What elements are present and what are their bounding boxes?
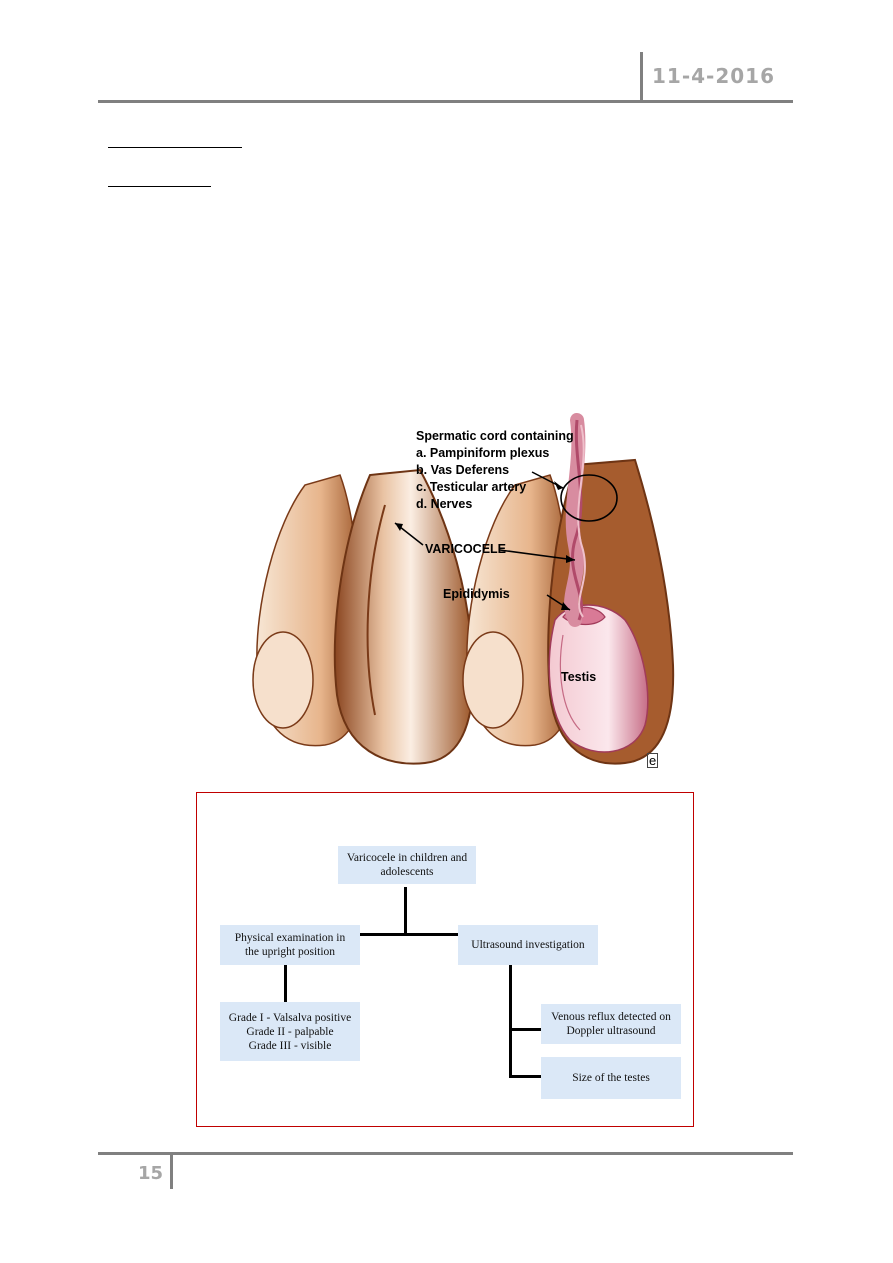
label-testis: Testis [561, 670, 597, 684]
box-venous-reflux: Venous reflux detected on Doppler ultras… [541, 1004, 681, 1044]
box-grades-line-2: Grade II - palpable [246, 1025, 334, 1038]
connector-physical-down [284, 965, 287, 1003]
box-ultrasound-line-1: Ultrasound investigation [471, 939, 585, 951]
box-root-line-2: adolescents [380, 866, 434, 878]
footer-page-number: 15 [138, 1163, 164, 1184]
anatomy-drawing [252, 413, 675, 765]
corner-mark: e [647, 753, 659, 768]
box-testes-size: Size of the testes [541, 1057, 681, 1099]
footer-divider [170, 1155, 173, 1189]
box-root-line-1: Varicocele in children and [346, 852, 468, 864]
connector-ultrasound-down [509, 965, 512, 1077]
connector-root-down [404, 887, 407, 934]
box-reflux-line-1: Venous reflux detected on [551, 1011, 671, 1023]
footer-rule [98, 1152, 793, 1155]
heading-underline-1 [108, 147, 242, 148]
header-rule [98, 100, 793, 103]
label-cord-c: c. Testicular artery [416, 480, 527, 494]
header-date: 11-4-2016 [652, 64, 776, 88]
box-physical-line-2: the upright position [244, 946, 336, 958]
right-glans-shape [462, 631, 524, 729]
heading-underline-2 [108, 186, 211, 187]
label-epididymis: Epididymis [443, 587, 510, 601]
label-cord-d: d. Nerves [416, 497, 473, 511]
box-grades-line-3: Grade III - visible [248, 1039, 332, 1052]
box-reflux-line-2: Doppler ultrasound [566, 1025, 656, 1037]
box-ultrasound: Ultrasound investigation [458, 925, 598, 965]
label-cord-title: Spermatic cord containing [416, 429, 574, 443]
varicocele-illustration: Spermatic cord containing a. Pampiniform… [245, 405, 690, 775]
cord-highlight-circle [560, 474, 618, 522]
connector-to-size [509, 1075, 541, 1078]
box-physical-line-1: Physical examination in [234, 932, 346, 944]
box-physical-examination: Physical examination in the upright posi… [220, 925, 360, 965]
testis-shape [548, 604, 649, 753]
box-grades-line-1: Grade I - Valsalva positive [228, 1011, 352, 1024]
left-glans-shape [252, 631, 314, 729]
header-divider [640, 52, 643, 100]
label-cord-a: a. Pampiniform plexus [416, 446, 550, 460]
connector-to-reflux [509, 1028, 541, 1031]
box-root: Varicocele in children and adolescents [338, 846, 476, 884]
label-cord-b: b. Vas Deferens [416, 463, 510, 477]
label-varicocele: VARICOCELE [425, 542, 507, 556]
flowchart-frame: Varicocele in children and adolescents P… [196, 792, 694, 1127]
connector-horizontal [360, 933, 460, 936]
left-scrotum-shape [333, 468, 475, 765]
box-grades: Grade I - Valsalva positive Grade II - p… [220, 1002, 360, 1061]
box-size-line-1: Size of the testes [572, 1072, 650, 1084]
